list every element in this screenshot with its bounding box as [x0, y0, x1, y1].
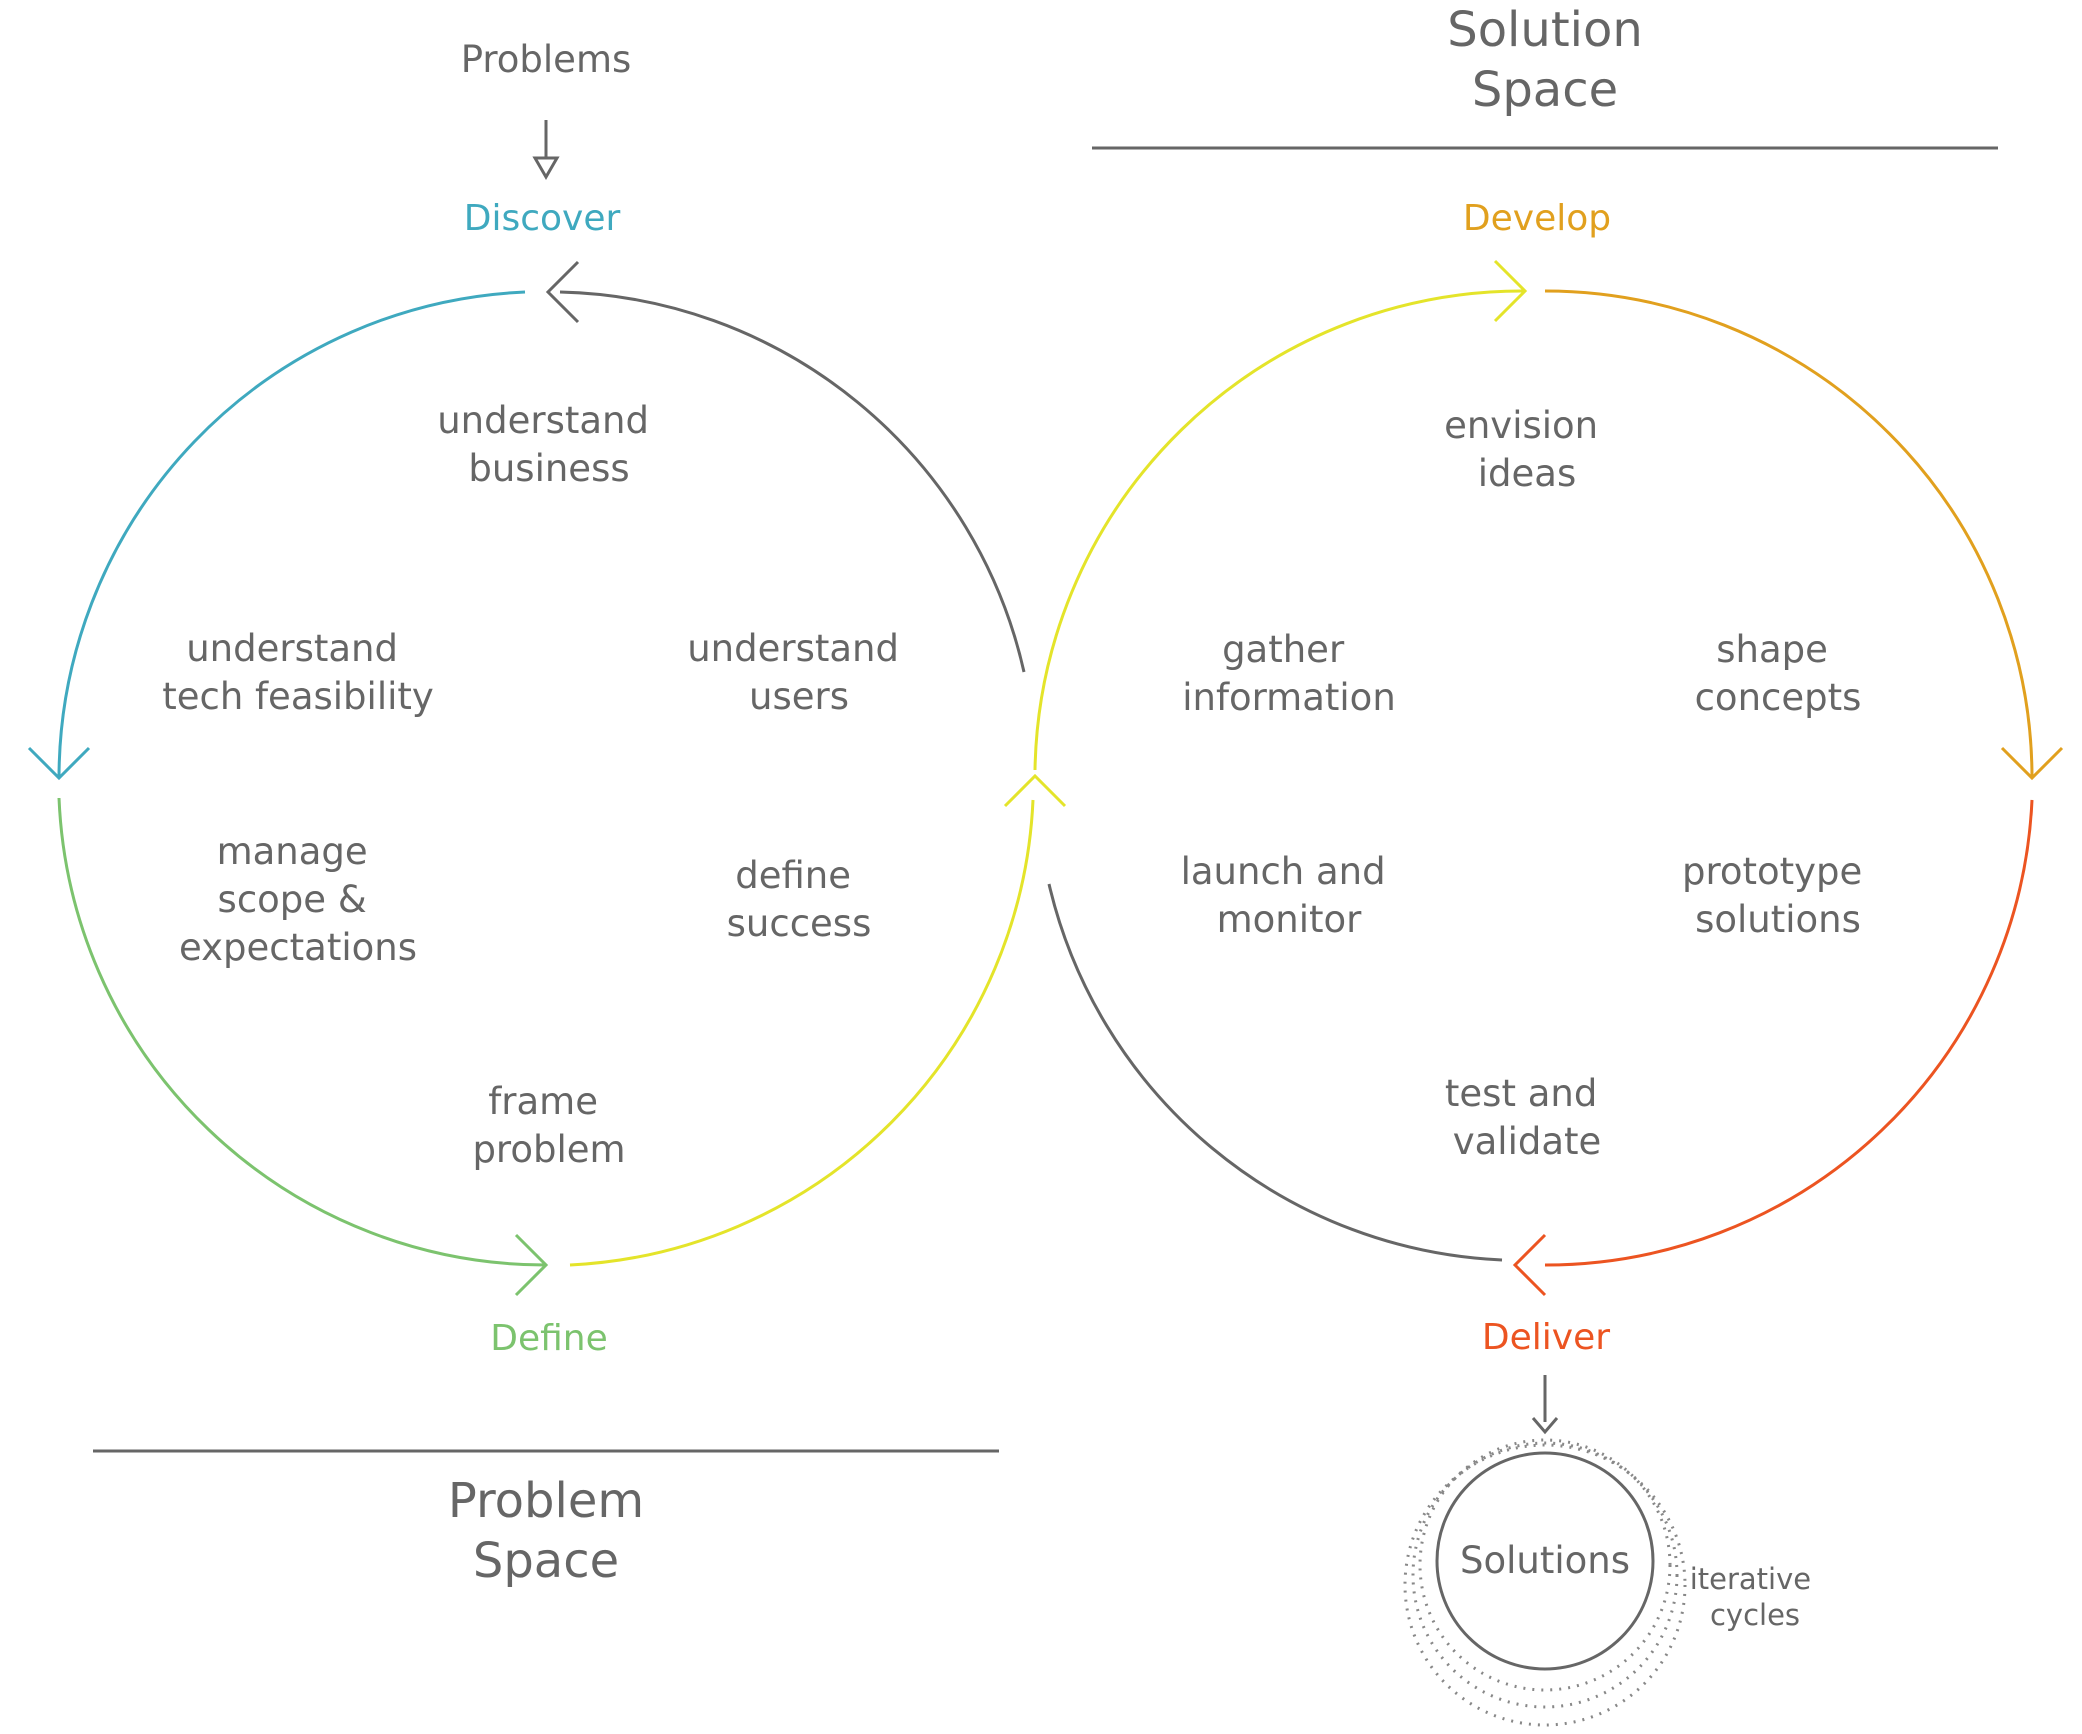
develop-arrowhead-icon — [2000, 746, 2064, 781]
iterative-cycles-label: iterative cycles — [1690, 1562, 1821, 1632]
solutions-circle — [1435, 1451, 1655, 1671]
stage-label-define: Define — [490, 1318, 608, 1359]
activity-define-success: define success — [727, 854, 872, 945]
activity-understand-tech-feasibility: understand tech feasibility — [162, 627, 434, 718]
activity-envision-ideas: envision ideas — [1444, 404, 1610, 495]
solution-space-title-line1: Solution — [1447, 2, 1643, 58]
develop-arc — [1544, 289, 2034, 779]
activity-manage-scope: manage scope & expectations — [179, 830, 417, 969]
deliver-output-arrow — [1531, 1375, 1559, 1435]
solutions-label: Solutions — [1460, 1539, 1630, 1582]
deliver-arrowhead-icon — [1512, 1233, 1547, 1297]
problem-space-title-line1: Problem — [448, 1473, 644, 1529]
problems-arrow — [532, 120, 560, 180]
define-arrowhead-icon — [514, 1233, 549, 1297]
iterative-cycles-rings — [1403, 1438, 1687, 1727]
left-loop-return-arc — [559, 290, 1026, 673]
discover-arc — [57, 290, 526, 779]
activity-understand-users: understand users — [687, 627, 911, 718]
activity-launch-and-monitor: launch and monitor — [1181, 850, 1398, 941]
solution-space-title-line2: Space — [1472, 62, 1618, 118]
right-loop-yellow-arc — [1033, 289, 1526, 771]
right-loop-return-arc — [1047, 883, 1503, 1262]
activity-shape-concepts: shape concepts — [1695, 628, 1862, 719]
return-arrowhead-icon — [545, 260, 580, 324]
activity-test-and-validate: test and validate — [1445, 1072, 1609, 1163]
problems-label: Problems — [461, 38, 632, 81]
define-arc — [57, 797, 547, 1267]
discover-arrowhead-icon — [27, 746, 91, 781]
problem-activities: understand business understand tech feas… — [162, 399, 911, 1171]
activity-prototype-solutions: prototype solutions — [1682, 850, 1874, 941]
activity-frame-problem: frame problem — [472, 1080, 625, 1171]
develop-entry-arrowhead-icon — [1493, 259, 1528, 323]
solution-activities: envision ideas gather information shape … — [1181, 404, 1874, 1163]
activity-gather-information: gather information — [1182, 628, 1396, 719]
crossing-arrowhead-icon — [1003, 773, 1067, 808]
stage-label-develop: Develop — [1463, 198, 1611, 239]
stage-label-discover: Discover — [464, 198, 621, 239]
deliver-arc — [1544, 799, 2034, 1267]
left-loop-yellow-arc — [569, 799, 1035, 1267]
problem-space-title-line2: Space — [473, 1533, 619, 1589]
stage-label-deliver: Deliver — [1482, 1317, 1610, 1358]
activity-understand-business: understand business — [437, 399, 661, 490]
